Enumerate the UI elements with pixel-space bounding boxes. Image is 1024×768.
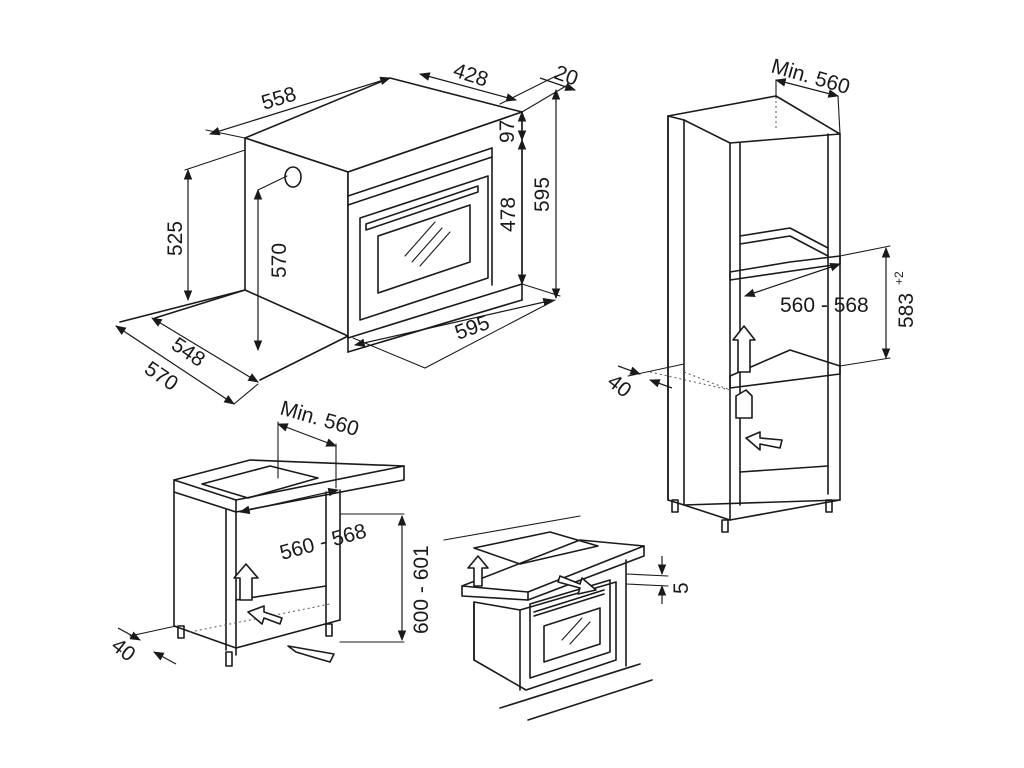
column-niche-height-label: 583 — [895, 293, 918, 328]
countertop-detail-dimensions: 5 — [625, 556, 693, 604]
oven-drawing — [119, 77, 523, 381]
oven-depth-bottom-label: 548 — [167, 333, 209, 372]
oven-width-top-label: 558 — [259, 83, 299, 115]
oven-panel-height-label: 97 — [496, 120, 519, 143]
column-unit-drawing — [649, 95, 841, 533]
under-counter-min-width-label: Min. 560 — [278, 397, 362, 441]
oven-depth-top-label: 428 — [450, 59, 490, 92]
countertop-detail-drawing — [443, 515, 653, 721]
oven-depth-total-label: 570 — [140, 357, 182, 396]
oven-door-height-label: 478 — [497, 197, 520, 232]
column-niche-tolerance-label: +2 — [892, 271, 906, 285]
oven-width-front-label: 595 — [452, 311, 493, 345]
oven-side-height-label: 525 — [164, 221, 187, 256]
column-min-width-label: Min. 560 — [769, 55, 853, 99]
oven-height-outer-label: 595 — [531, 177, 554, 212]
under-counter-niche-height-label: 600 - 601 — [410, 545, 433, 634]
under-counter-dimensions: Min. 560 560 - 568 600 - 601 40 — [107, 397, 433, 667]
column-niche-width-label: 560 - 568 — [780, 294, 869, 317]
under-counter-gap-label: 40 — [107, 634, 140, 667]
under-counter-drawing — [173, 459, 405, 667]
column-gap-label: 40 — [603, 370, 636, 403]
countertop-gap-label: 5 — [670, 582, 693, 594]
oven-front-offset-label: 20 — [551, 61, 581, 91]
under-counter-niche-width-label: 560 - 568 — [277, 520, 369, 565]
oven-inner-height-label: 570 — [268, 243, 291, 278]
